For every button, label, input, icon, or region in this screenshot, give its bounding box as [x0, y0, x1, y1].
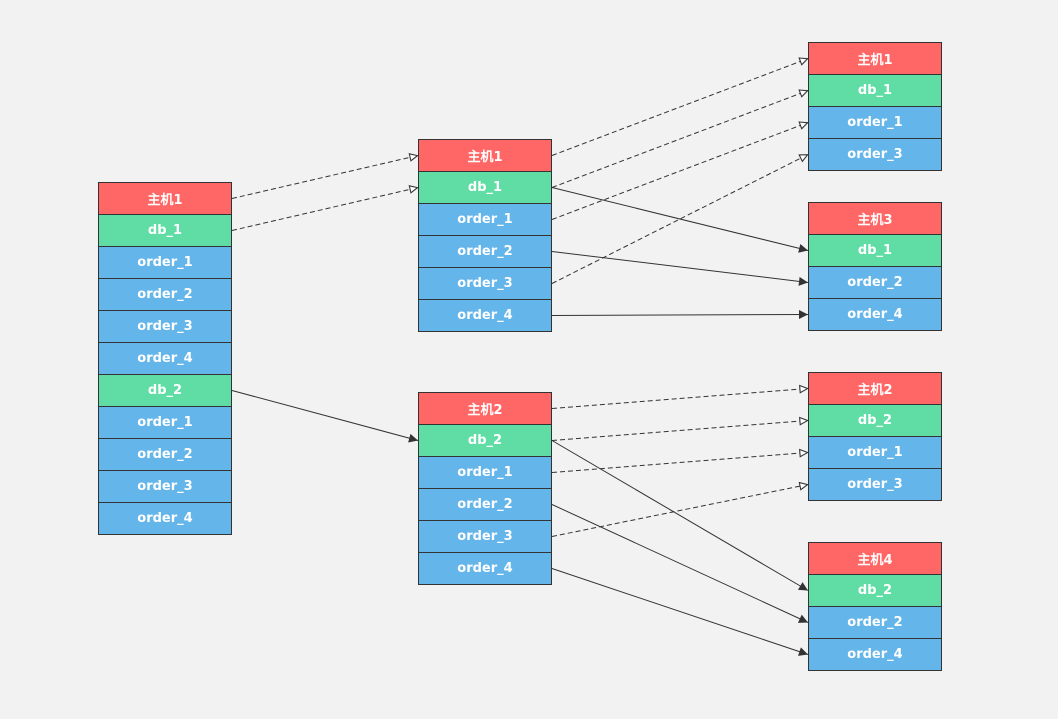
dashed-arrow	[551, 89, 809, 188]
table-box[interactable]: order_3	[418, 520, 552, 553]
table-box[interactable]: order_4	[418, 552, 552, 585]
dashed-arrow	[551, 416, 809, 441]
dashed-arrow	[551, 57, 809, 156]
host-box[interactable]: 主机2	[418, 392, 552, 425]
table-box[interactable]: order_4	[98, 502, 232, 535]
solid-arrow	[551, 251, 809, 286]
target-host-2-stack: 主机2 db_2 order_1 order_3	[808, 372, 942, 501]
solid-arrow	[551, 504, 809, 623]
table-box[interactable]: order_1	[808, 106, 942, 139]
target-host-1-stack: 主机1 db_1 order_1 order_3	[808, 42, 942, 171]
db-box[interactable]: db_2	[808, 574, 942, 607]
db-box[interactable]: db_1	[98, 214, 232, 247]
dashed-arrow	[551, 481, 809, 537]
host-box[interactable]: 主机3	[808, 202, 942, 235]
table-box[interactable]: order_1	[418, 203, 552, 236]
host-box[interactable]: 主机1	[98, 182, 232, 215]
solid-arrow	[231, 390, 419, 443]
solid-arrow	[551, 187, 809, 253]
dashed-arrow	[231, 153, 419, 199]
dashed-arrow	[551, 121, 809, 220]
solid-arrow	[551, 568, 809, 656]
table-box[interactable]: order_3	[418, 267, 552, 300]
table-box[interactable]: order_1	[418, 456, 552, 489]
table-box[interactable]: order_2	[418, 235, 552, 268]
dashed-arrow	[231, 185, 419, 231]
host-box[interactable]: 主机2	[808, 372, 942, 405]
target-host-4-stack: 主机4 db_2 order_2 order_4	[808, 542, 942, 671]
table-box[interactable]: order_1	[98, 406, 232, 439]
table-box[interactable]: order_4	[808, 298, 942, 331]
table-box[interactable]: order_1	[98, 246, 232, 279]
table-box[interactable]: order_3	[808, 138, 942, 171]
solid-arrow	[551, 310, 809, 320]
table-box[interactable]: order_2	[98, 438, 232, 471]
table-box[interactable]: order_2	[98, 278, 232, 311]
db-box[interactable]: db_2	[418, 424, 552, 457]
middle-host-2-stack: 主机2 db_2 order_1 order_2 order_3 order_4	[418, 392, 552, 585]
target-host-3-stack: 主机3 db_1 order_2 order_4	[808, 202, 942, 331]
table-box[interactable]: order_2	[808, 606, 942, 639]
host-box[interactable]: 主机4	[808, 542, 942, 575]
table-box[interactable]: order_1	[808, 436, 942, 469]
middle-host-1-stack: 主机1 db_1 order_1 order_2 order_3 order_4	[418, 139, 552, 332]
table-box[interactable]: order_2	[418, 488, 552, 521]
table-box[interactable]: order_4	[808, 638, 942, 671]
db-box[interactable]: db_2	[98, 374, 232, 407]
table-box[interactable]: order_4	[418, 299, 552, 332]
dashed-arrow	[551, 384, 809, 409]
table-box[interactable]: order_3	[808, 468, 942, 501]
host-box[interactable]: 主机1	[418, 139, 552, 172]
table-box[interactable]: order_3	[98, 310, 232, 343]
table-box[interactable]: order_2	[808, 266, 942, 299]
db-box[interactable]: db_1	[808, 74, 942, 107]
db-box[interactable]: db_1	[808, 234, 942, 267]
dashed-arrow	[551, 448, 809, 473]
source-host-stack: 主机1 db_1 order_1 order_2 order_3 order_4…	[98, 182, 232, 535]
db-box[interactable]: db_2	[808, 404, 942, 437]
db-box[interactable]: db_1	[418, 171, 552, 204]
solid-arrow	[551, 440, 809, 591]
host-box[interactable]: 主机1	[808, 42, 942, 75]
table-box[interactable]: order_4	[98, 342, 232, 375]
table-box[interactable]: order_3	[98, 470, 232, 503]
